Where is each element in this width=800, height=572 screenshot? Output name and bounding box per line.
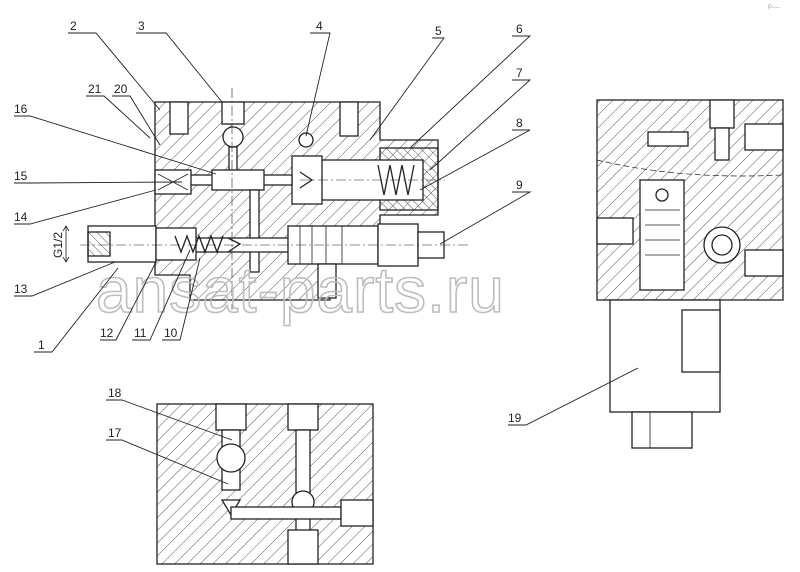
callout-12: 12 bbox=[100, 326, 114, 340]
solenoid-box bbox=[681, 309, 721, 373]
main-section-view bbox=[62, 88, 470, 310]
corner-mark: P---- bbox=[768, 5, 780, 11]
ball-top bbox=[222, 126, 244, 148]
bottom-plug-right bbox=[340, 499, 374, 527]
bottom-plug-left-top bbox=[215, 403, 247, 431]
callout-11: 11 bbox=[134, 326, 147, 340]
side-plug-top bbox=[709, 99, 735, 129]
callout-7: 7 bbox=[516, 66, 523, 80]
dimension-label-g1-2: G1/2 bbox=[51, 232, 65, 258]
callout-16: 16 bbox=[14, 102, 28, 116]
callout-6: 6 bbox=[516, 22, 523, 36]
spring-coil bbox=[377, 164, 415, 196]
side-plug-left bbox=[596, 217, 634, 245]
top-plug-right bbox=[339, 101, 359, 137]
bottom-plug-mid-top bbox=[287, 403, 319, 431]
callout-2: 2 bbox=[70, 19, 77, 33]
callout-1: 1 bbox=[38, 338, 45, 352]
leader-lines bbox=[14, 32, 639, 485]
callout-10: 10 bbox=[164, 326, 178, 340]
callout-5: 5 bbox=[435, 24, 442, 38]
callout-14: 14 bbox=[14, 210, 28, 224]
callout-13: 13 bbox=[14, 282, 28, 296]
callout-19: 19 bbox=[508, 411, 522, 425]
top-plug-left bbox=[169, 101, 189, 135]
side-view bbox=[596, 99, 784, 449]
callout-4: 4 bbox=[316, 19, 323, 33]
callout-21: 21 bbox=[88, 82, 102, 96]
bottom-section-view bbox=[156, 403, 374, 565]
top-plug-mid bbox=[221, 101, 245, 125]
callout-3: 3 bbox=[138, 19, 145, 33]
side-plug-lower bbox=[744, 249, 784, 277]
bottom-channel bbox=[230, 506, 342, 520]
callout-20: 20 bbox=[114, 82, 128, 96]
solenoid-connector bbox=[631, 411, 693, 449]
bottom-ball bbox=[216, 443, 246, 473]
watermark: ansat-parts.ru bbox=[96, 254, 505, 326]
callout-18: 18 bbox=[108, 386, 122, 400]
check-spring bbox=[174, 234, 224, 254]
callout-labels: 1 2 3 4 5 6 7 8 9 10 11 12 13 14 15 16 1… bbox=[14, 19, 523, 440]
side-plug-right bbox=[744, 123, 784, 151]
channel-vertical bbox=[249, 189, 260, 273]
callout-17: 17 bbox=[108, 426, 122, 440]
callout-8: 8 bbox=[516, 116, 523, 130]
bottom-body bbox=[156, 403, 374, 565]
bottom-plug bbox=[317, 263, 337, 299]
bottom-plug-mid-bottom bbox=[287, 529, 319, 565]
callout-9: 9 bbox=[516, 178, 523, 192]
callout-15: 15 bbox=[14, 169, 28, 183]
